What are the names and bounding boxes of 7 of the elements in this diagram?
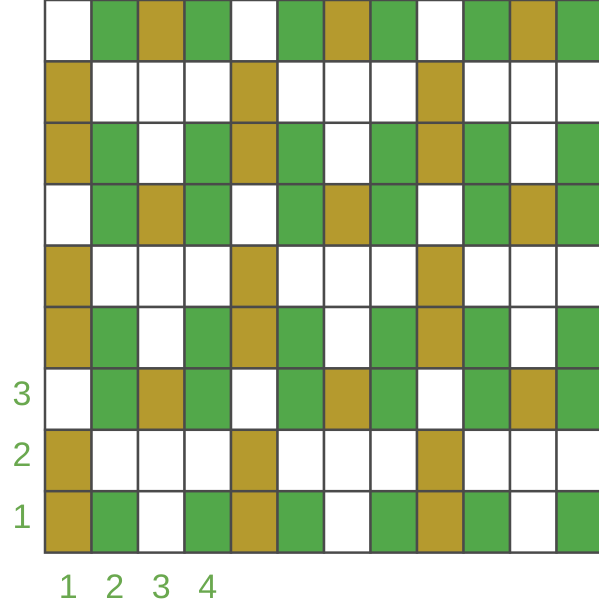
grid-index-label: 2 <box>12 435 32 476</box>
grid-index-label: 2 <box>104 567 126 608</box>
grid-index-label: 3 <box>12 374 32 415</box>
grid-index-label: 4 <box>197 567 218 608</box>
grid-index-label: 1 <box>12 497 32 538</box>
grid-index-label: 3 <box>150 567 172 608</box>
grid-index-label: 1 <box>58 567 79 608</box>
